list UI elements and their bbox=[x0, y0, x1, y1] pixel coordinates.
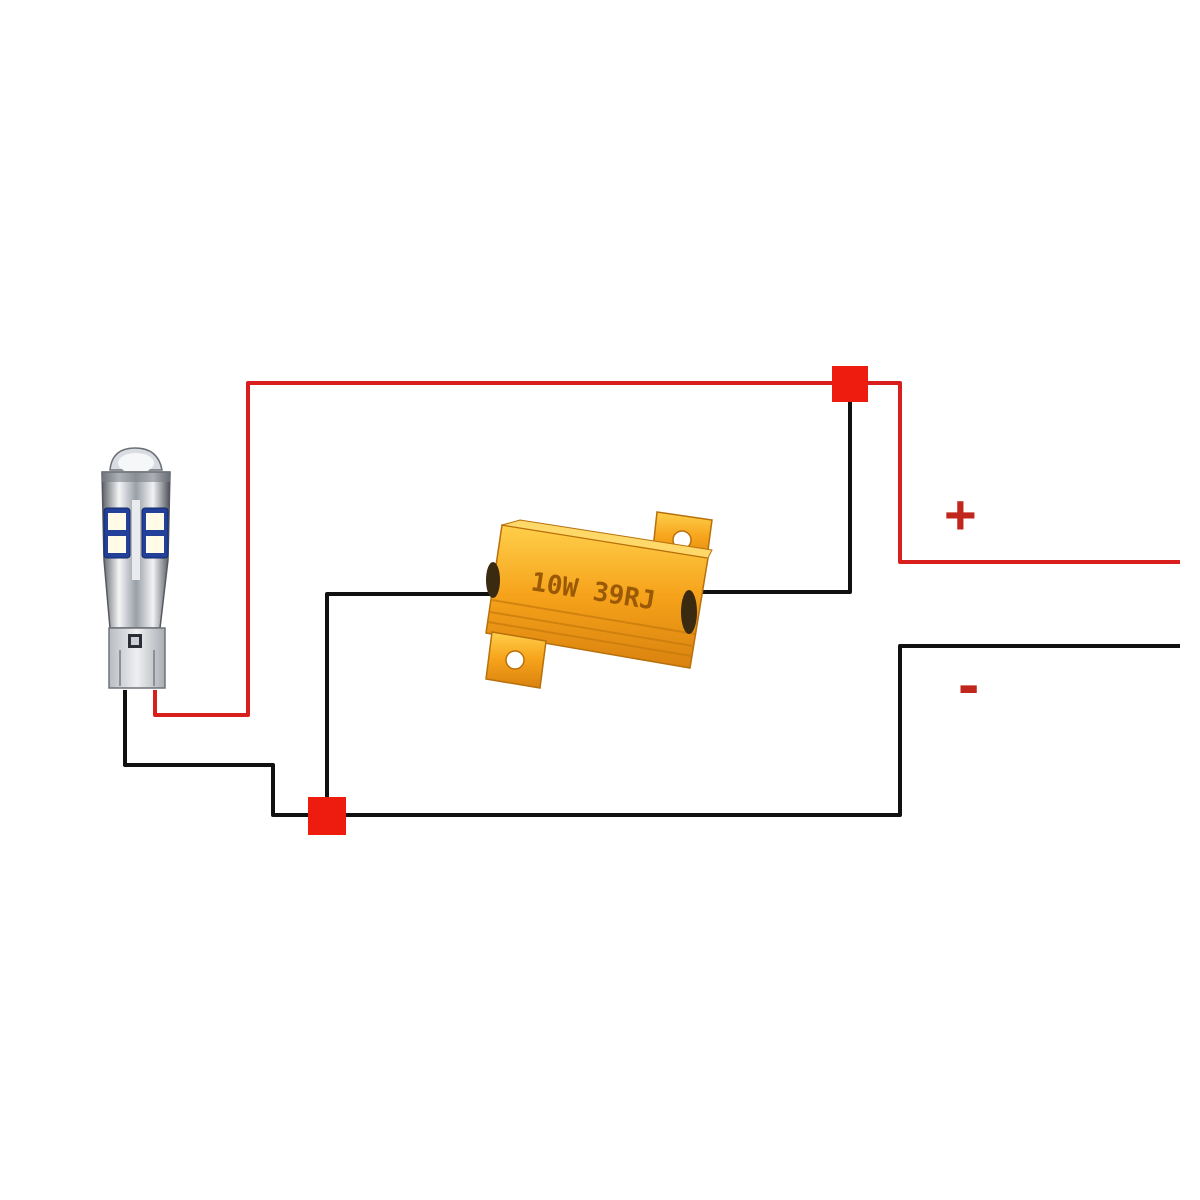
resistor-negative-lead bbox=[325, 592, 490, 815]
negative-terminal-label: - bbox=[958, 648, 979, 720]
positive-junction bbox=[832, 366, 868, 402]
negative-junction bbox=[308, 797, 346, 835]
positive-terminal-label: + bbox=[944, 483, 977, 546]
mounting-hole-bottom bbox=[505, 650, 525, 670]
positive-wire bbox=[153, 381, 1180, 717]
negative-wire bbox=[123, 644, 1180, 817]
resistor-positive-lead bbox=[690, 383, 852, 594]
led-bulb bbox=[101, 447, 171, 689]
load-resistor: 10W 39RJ bbox=[485, 511, 713, 689]
